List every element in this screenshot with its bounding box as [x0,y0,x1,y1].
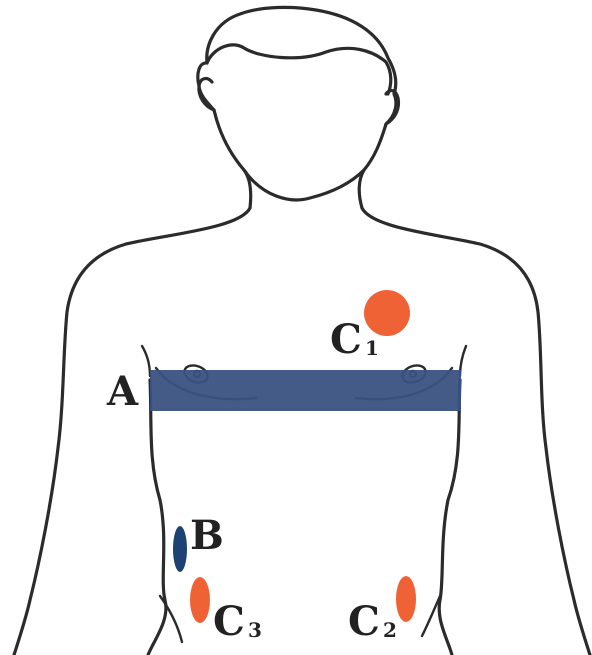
label-a: A [106,368,139,415]
label-b: B [190,512,224,559]
hair-line [207,45,391,94]
torso-right-outline [362,208,590,655]
torso-left-outline [14,208,250,655]
electrode-c1 [364,290,410,336]
electrode-c3 [190,577,210,623]
left-armpit [142,346,150,376]
electrode-b [173,526,187,572]
head-outline [198,7,396,208]
right-inner-arm [439,380,460,655]
chin-line [244,170,364,200]
electrode-band-a [150,370,461,411]
label-c3: C [213,598,245,645]
label-c1: C [330,316,362,363]
label-c2: C [348,598,380,645]
right-hip-line [422,596,440,636]
label-c2-subscript: 2 [383,618,397,642]
left-inner-arm [148,380,166,655]
label-c3-subscript: 3 [248,618,262,642]
label-c1-subscript: 1 [365,336,379,360]
electrode-c2 [396,576,416,622]
